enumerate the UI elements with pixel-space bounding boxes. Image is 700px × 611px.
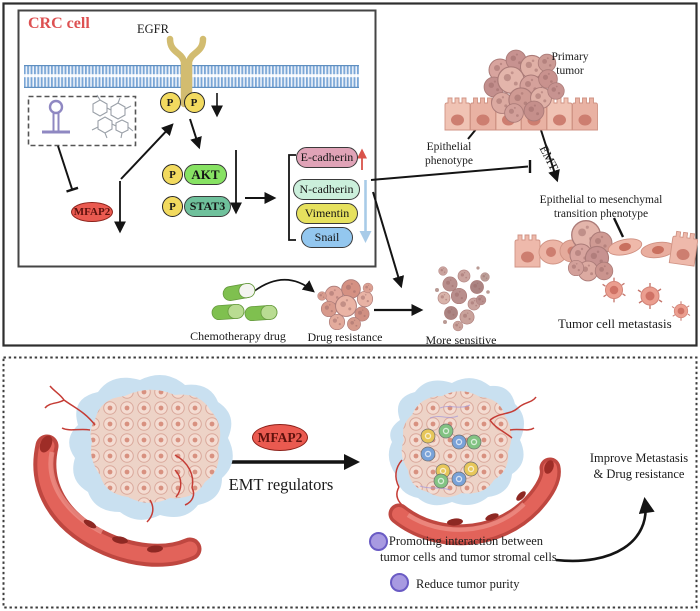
- inhibition-line-to-emt: [370, 165, 529, 181]
- egfr-receptor-icon: [166, 35, 207, 108]
- crc-cell-title: CRC cell: [28, 15, 90, 32]
- blood-vessel-icon: [33, 434, 202, 567]
- legend-item-2: Reduce tumor purity: [416, 577, 520, 591]
- chemotherapy-drug-label: Chemotherapy drug: [190, 329, 286, 343]
- legend-item-1: Promoting interaction between tumor cell…: [380, 534, 557, 564]
- inhibitor-box: [27, 95, 137, 147]
- marker-bracket: [288, 154, 296, 241]
- stat3-node: STAT3: [184, 196, 231, 217]
- inhibition-line-shrna-to-mfap2: [57, 145, 73, 190]
- emt-phenotype-label: Epithelial to mesenchymal transition phe…: [539, 194, 663, 221]
- egfr-label: EGFR: [137, 22, 169, 36]
- more-sensitive-label: More sensitive: [425, 333, 497, 347]
- small-molecule-icon: [91, 94, 134, 139]
- capillaries-icon: [395, 396, 537, 506]
- primary-tumor-label: Primary tumor: [551, 51, 589, 78]
- phospho-badge: P: [159, 92, 181, 113]
- stromal-fibers-icon: [419, 404, 471, 491]
- snail-node: Snail: [301, 227, 353, 248]
- arrow-mfap2-to-egfr: [120, 123, 174, 180]
- inhibition-tbar-mfap2: [66, 186, 79, 193]
- phospho-badge: P: [162, 164, 183, 185]
- legend-bullet-icon: [369, 532, 388, 551]
- mfap2-node: MFAP2: [71, 202, 113, 222]
- phospho-badge: P: [183, 92, 205, 113]
- tumor-microenvironment-after-icon: [388, 378, 561, 546]
- vimentin-node: Vimentin: [296, 203, 358, 224]
- tumor-metastasis-label: Tumor cell metastasis: [558, 316, 672, 331]
- epithelial-phenotype-label: Epithelial phenotype: [425, 141, 473, 168]
- arrow-emt: [539, 126, 560, 183]
- n-cadherin-node: N-cadherin: [293, 179, 360, 200]
- phospho-badge: P: [162, 196, 183, 217]
- mfap2-node-bottom: MFAP2: [252, 424, 308, 451]
- outcome-line-1: Improve Metastasis: [589, 451, 689, 465]
- arrow-egfr-to-akt: [189, 118, 202, 150]
- akt-node: AKT: [184, 164, 227, 185]
- sensitive-cluster-icon: [435, 266, 490, 332]
- outcome-label: Improve Metastasis & Drug resistance: [586, 451, 692, 482]
- capillaries-icon: [44, 385, 195, 523]
- transition-row-icon: [514, 220, 699, 282]
- e-cadherin-node: E-cadherin: [296, 147, 358, 168]
- outcome-line-2: & Drug resistance: [593, 466, 685, 481]
- arrow-drug-to-tumor: [252, 279, 315, 293]
- arrow-markers-to-sensitive: [372, 191, 405, 289]
- arrow-to-outcome: [555, 497, 655, 563]
- legend-bullet-icon: [390, 573, 409, 592]
- shrna-icon: [42, 99, 70, 134]
- drug-resistance-label: Drug resistance: [307, 330, 383, 344]
- tumor-microenvironment-before-icon: [33, 375, 233, 567]
- pointer-emt-phenotype: [612, 217, 625, 238]
- blood-vessel-icon: [388, 457, 561, 546]
- emt-regulators-label: EMT regulators: [228, 475, 334, 494]
